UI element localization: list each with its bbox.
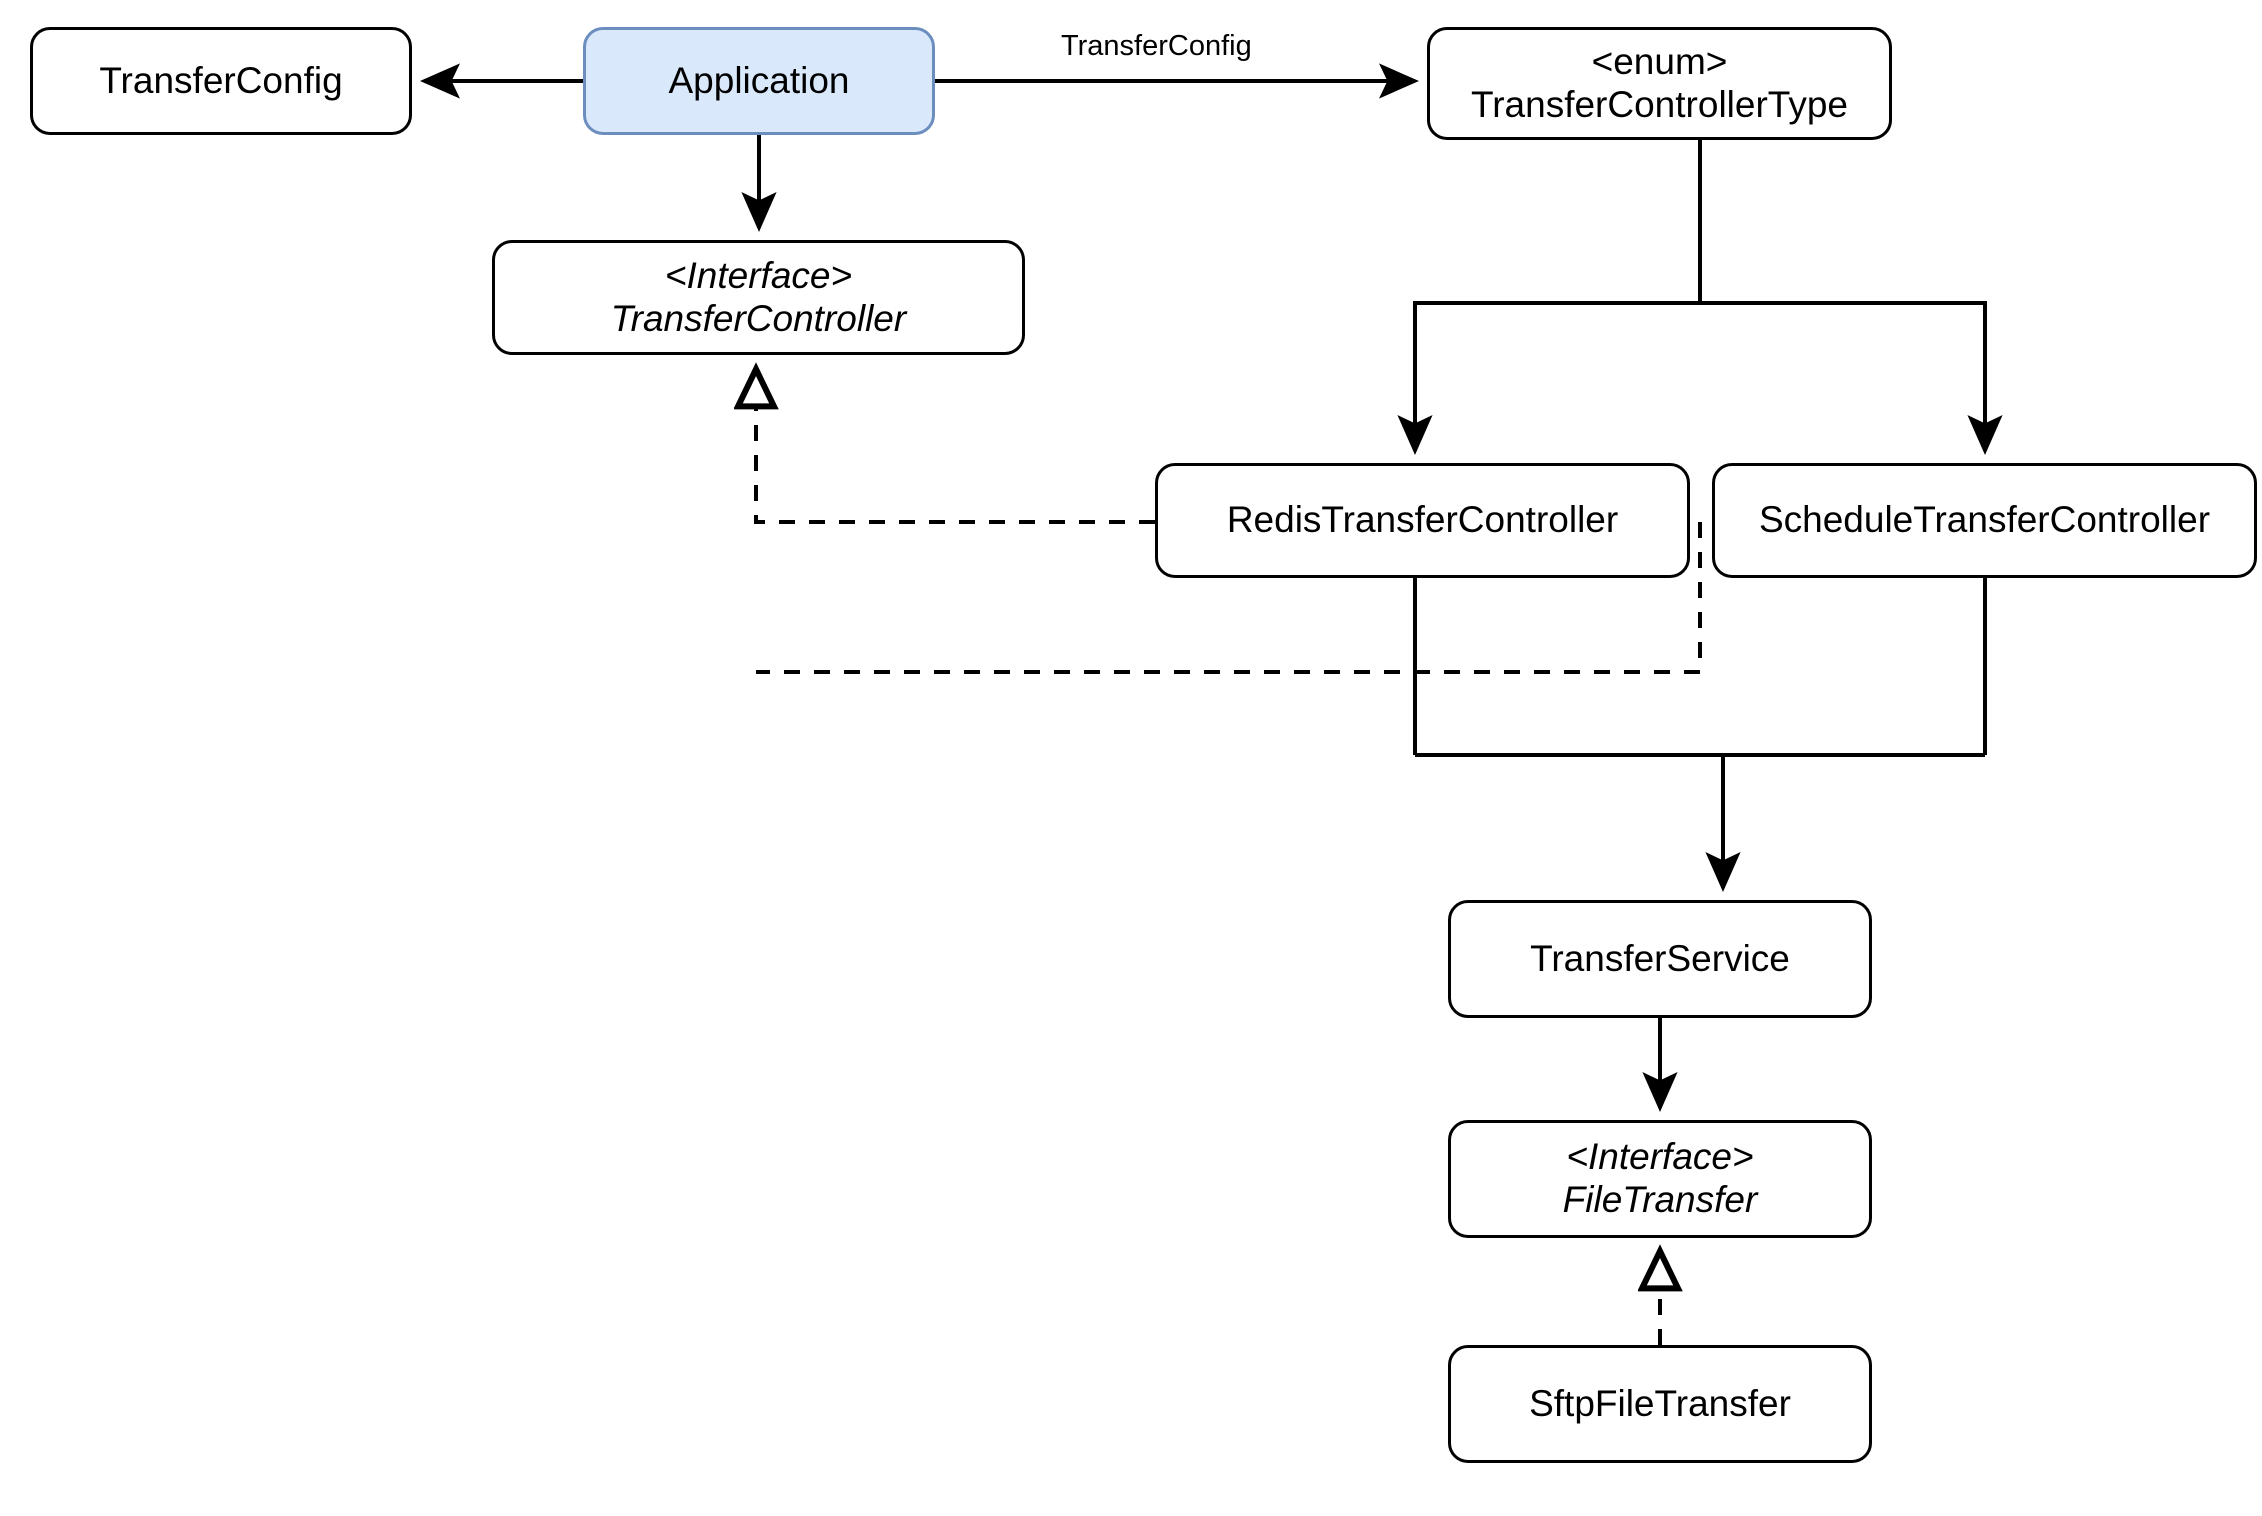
edge-schedule-realizes-controller [756,522,1702,674]
node-transfer-controller[interactable]: <Interface> TransferController [492,240,1025,355]
node-transfer-config[interactable]: TransferConfig [30,27,412,135]
node-transfer-controller-type-stereotype: <enum> [1591,40,1728,82]
node-file-transfer[interactable]: <Interface> FileTransfer [1448,1120,1872,1238]
node-transfer-service[interactable]: TransferService [1448,900,1872,1018]
node-schedule-transfer-controller[interactable]: ScheduleTransferController [1712,463,2257,578]
node-transfer-config-label: TransferConfig [99,59,343,101]
node-file-transfer-stereotype: <Interface> [1566,1136,1754,1178]
node-application[interactable]: Application [583,27,935,135]
node-redis-transfer-controller[interactable]: RedisTransferController [1155,463,1690,578]
node-sftp-file-transfer[interactable]: SftpFileTransfer [1448,1345,1872,1463]
edge-redis-realizes-controller [756,368,1155,524]
node-redis-transfer-controller-label: RedisTransferController [1226,499,1619,541]
node-transfer-service-label: TransferService [1530,937,1790,979]
node-transfer-controller-stereotype: <Interface> [664,254,853,296]
node-application-label: Application [668,59,850,101]
edge-label-transfer-config: TransferConfig [1055,30,1258,63]
node-file-transfer-label: FileTransfer [1562,1179,1758,1220]
node-transfer-controller-label: TransferController [610,297,907,339]
node-transfer-controller-type-label: TransferControllerType [1471,83,1848,125]
node-schedule-transfer-controller-label: ScheduleTransferController [1758,499,2211,541]
edge-type-to-schedule [1700,301,2003,455]
node-transfer-controller-type[interactable]: <enum> TransferControllerType [1427,27,1892,140]
edge-type-to-redis [1397,140,1702,455]
node-sftp-file-transfer-label: SftpFileTransfer [1529,1382,1791,1424]
